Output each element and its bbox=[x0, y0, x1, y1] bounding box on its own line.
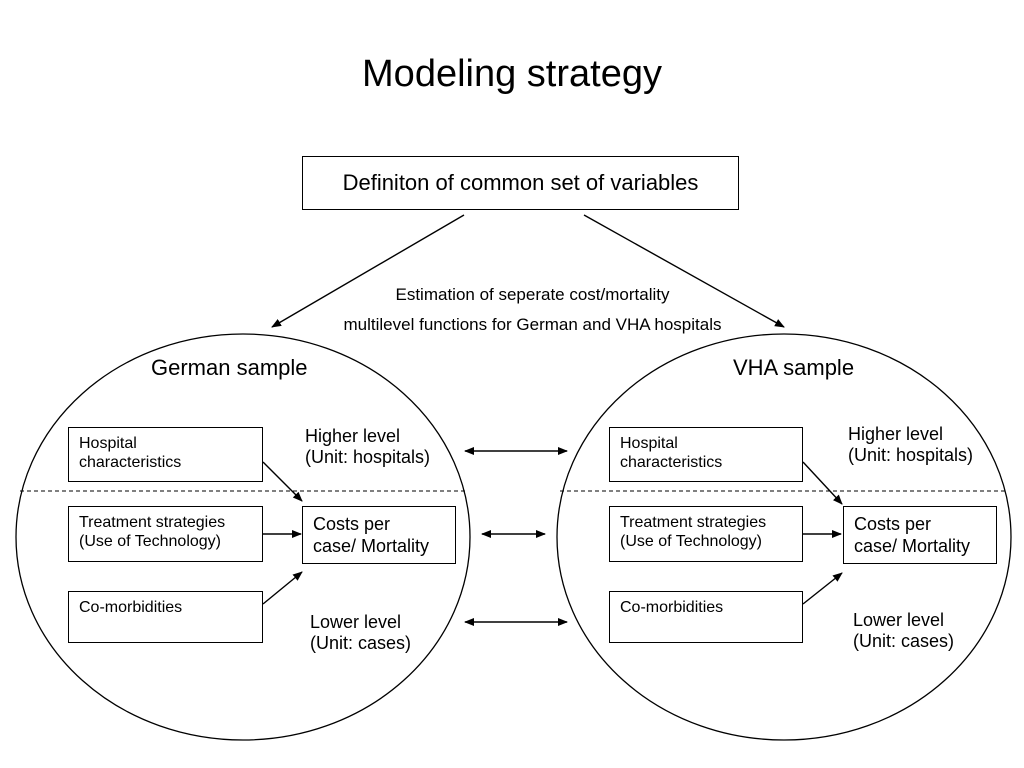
german-sample-label: German sample bbox=[151, 355, 308, 380]
vha-treatment-strategies-box: Treatment strategies (Use of Technology) bbox=[609, 506, 803, 562]
vha-hospital-characteristics-box: Hospital characteristics bbox=[609, 427, 803, 482]
vha-higher-line-1: Higher level bbox=[848, 424, 944, 444]
german-lower-level-text: Lower level (Unit: cases) bbox=[310, 612, 411, 654]
german-arrow-comorbid-to-outcome bbox=[262, 571, 303, 605]
vha-treatment-label: Treatment strategies (Use of Technology) bbox=[620, 513, 766, 551]
german-lower-line-1: Lower level bbox=[310, 612, 402, 632]
vha-treatment-line-1: Treatment strategies bbox=[620, 514, 767, 531]
vha-arrow-comorbid-to-outcome bbox=[802, 572, 843, 605]
estimation-line-1: Estimation of seperate cost/mortality bbox=[395, 285, 670, 304]
german-treatment-line-1: Treatment strategies bbox=[79, 514, 226, 531]
vha-lower-level-text: Lower level (Unit: cases) bbox=[853, 610, 954, 652]
common-variables-label: Definiton of common set of variables bbox=[342, 169, 699, 195]
vha-arrow-hospital-to-outcome bbox=[802, 461, 843, 505]
common-variables-box: Definiton of common set of variables bbox=[302, 156, 739, 210]
vha-treatment-line-2: (Use of Technology) bbox=[620, 533, 762, 551]
vha-outcome-line-2: case/ Mortality bbox=[854, 535, 971, 556]
german-treatment-strategies-box: Treatment strategies (Use of Technology) bbox=[68, 506, 263, 562]
vha-hospital-line-2: characteristics bbox=[620, 454, 723, 472]
vha-hospital-line-1: Hospital bbox=[620, 435, 678, 452]
vha-sample-label: VHA sample bbox=[733, 355, 855, 380]
german-hospital-line-2: characteristics bbox=[79, 454, 182, 472]
arrow-to-vha-sample bbox=[583, 214, 785, 328]
german-comorbidities-box: Co-morbidities bbox=[68, 591, 263, 643]
german-outcome-line-2: case/ Mortality bbox=[313, 535, 430, 556]
german-higher-level-text: Higher level (Unit: hospitals) bbox=[305, 426, 430, 468]
vha-costs-mortality-box: Costs per case/ Mortality bbox=[843, 506, 997, 564]
vha-outcome-label: Costs per case/ Mortality bbox=[854, 514, 970, 557]
vha-hospital-label: Hospital characteristics bbox=[620, 434, 722, 472]
german-comorbid-label: Co-morbidities bbox=[79, 599, 183, 616]
slide-title: Modeling strategy bbox=[362, 53, 662, 95]
german-treatment-label: Treatment strategies (Use of Technology) bbox=[79, 513, 225, 551]
vha-lower-line-2: (Unit: cases) bbox=[853, 631, 955, 652]
german-higher-line-2: (Unit: hospitals) bbox=[305, 447, 431, 468]
german-hospital-line-1: Hospital bbox=[79, 435, 137, 452]
german-outcome-label: Costs per case/ Mortality bbox=[313, 514, 429, 557]
german-outcome-line-1: Costs per bbox=[313, 514, 391, 534]
german-hospital-label: Hospital characteristics bbox=[79, 434, 181, 472]
german-arrow-hospital-to-outcome bbox=[262, 461, 303, 502]
german-sample-ellipse bbox=[15, 333, 471, 741]
vha-higher-level-text: Higher level (Unit: hospitals) bbox=[848, 424, 973, 466]
vha-comorbid-label: Co-morbidities bbox=[620, 599, 724, 616]
german-costs-mortality-box: Costs per case/ Mortality bbox=[302, 506, 456, 564]
vha-lower-line-1: Lower level bbox=[853, 610, 945, 630]
german-higher-line-1: Higher level bbox=[305, 426, 401, 446]
arrow-to-german-sample bbox=[271, 214, 465, 328]
german-treatment-line-2: (Use of Technology) bbox=[79, 533, 221, 551]
german-lower-line-2: (Unit: cases) bbox=[310, 633, 412, 654]
vha-sample-ellipse bbox=[556, 333, 1012, 741]
german-hospital-characteristics-box: Hospital characteristics bbox=[68, 427, 263, 482]
vha-comorbidities-box: Co-morbidities bbox=[609, 591, 803, 643]
estimation-line-2: multilevel functions for German and VHA … bbox=[343, 315, 722, 334]
vha-outcome-line-1: Costs per bbox=[854, 514, 932, 534]
vha-higher-line-2: (Unit: hospitals) bbox=[848, 445, 974, 466]
